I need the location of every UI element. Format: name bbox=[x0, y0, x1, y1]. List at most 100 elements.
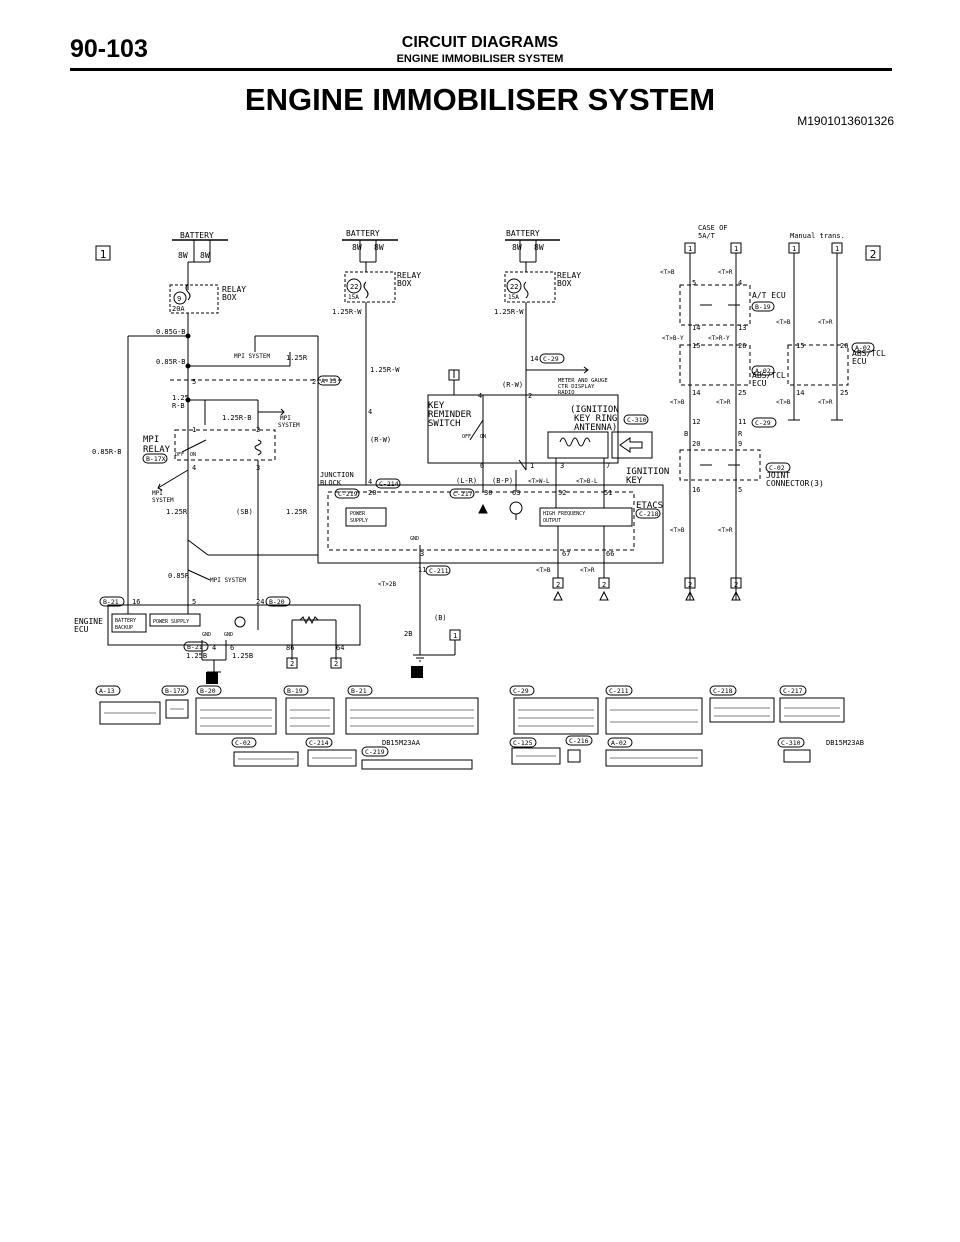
manual-trans: Manual trans. bbox=[790, 232, 845, 240]
pin-2-a: 2 bbox=[312, 378, 316, 386]
face-c02: C-02 bbox=[235, 739, 251, 747]
wire-085rb-left: 0.85R-B bbox=[92, 448, 122, 456]
hf-label-1: HIGH FREQUENCY bbox=[543, 511, 585, 517]
wire-2b: 2B bbox=[404, 630, 412, 638]
fuse-15a-b: 15A bbox=[508, 294, 519, 301]
wire-tb-c: <T>B bbox=[776, 319, 791, 326]
connector-b21-a: B-21 bbox=[103, 598, 119, 606]
joint-label-2: CONNECTOR(3) bbox=[766, 479, 824, 488]
pin-11-a: 11 bbox=[418, 566, 426, 574]
connector-a02-a: A-02 bbox=[855, 344, 871, 352]
pin-4-e: 4 bbox=[368, 478, 372, 486]
system-label-2: SYSTEM bbox=[278, 422, 300, 429]
battery-backup-1: BATTERY bbox=[115, 618, 136, 624]
pin-14-a: 14 bbox=[530, 355, 538, 363]
pin-6: 6 bbox=[230, 644, 234, 652]
gnd-b: GND bbox=[224, 632, 233, 638]
pin-11-b: 11 bbox=[738, 418, 746, 426]
mpi-relay-label-1: MPI bbox=[143, 435, 159, 445]
connector-c218-a: C-218 bbox=[639, 510, 659, 518]
face-c29: C-29 bbox=[513, 687, 529, 695]
pin-26-a: 26 bbox=[738, 342, 746, 350]
pin-24: 24 bbox=[256, 598, 264, 606]
pin-3-b: 3 bbox=[560, 462, 564, 470]
system-label-3: SYSTEM bbox=[152, 497, 174, 504]
wire-085gb: 0.85G-B bbox=[156, 328, 186, 336]
pin-30: 30 bbox=[484, 489, 492, 497]
wire-lr: (L-R) bbox=[456, 477, 477, 485]
face-c214: C-214 bbox=[309, 739, 329, 747]
wire-b: (B) bbox=[434, 614, 447, 622]
wire-tb-d: <T>B bbox=[670, 399, 685, 406]
wire-t2b: <T>2B bbox=[378, 581, 396, 588]
pin-2-c: 2 bbox=[528, 392, 532, 400]
ign-ring-1: (IGNITION bbox=[570, 405, 619, 415]
junction-label-1: JUNCTION bbox=[320, 471, 354, 479]
pin-14-c: 14 bbox=[692, 389, 700, 397]
relay-label-left: RELAY bbox=[222, 285, 246, 294]
ign-ring-3: ANTENNA) bbox=[574, 423, 617, 433]
pin-25-b: 25 bbox=[840, 389, 848, 397]
joint-label-1: JOINT bbox=[766, 471, 790, 480]
wire-rw-a: (R-W) bbox=[370, 436, 391, 444]
box-label-left: BOX bbox=[222, 293, 237, 302]
pin-6-b: 6 bbox=[480, 462, 484, 470]
case-of-2: 5A/T bbox=[698, 232, 716, 240]
fuse-9: 9 bbox=[177, 295, 181, 303]
wire-tr-a: <T>R bbox=[580, 567, 595, 574]
gnd-pin-2a: 2 bbox=[290, 660, 294, 668]
pin-4-a: 4 bbox=[192, 464, 196, 472]
pin-5-c: 5 bbox=[692, 279, 696, 287]
meter-label-1: METER AND GAUGE bbox=[558, 378, 608, 384]
pin-3-c: 3 bbox=[420, 550, 424, 558]
gnd-pin-2d: 2 bbox=[602, 581, 606, 589]
face-b19: B-19 bbox=[287, 687, 303, 695]
header-rule bbox=[70, 68, 892, 71]
wire-125rb-b: R-B bbox=[172, 402, 185, 410]
pin-52: 52 bbox=[558, 489, 566, 497]
face-b17x: B-17X bbox=[165, 687, 185, 695]
wire-8w-c: 8W bbox=[352, 243, 362, 252]
pin-1-g: 1 bbox=[835, 245, 839, 253]
face-b21: B-21 bbox=[351, 687, 367, 695]
wire-tb-e: <T>B bbox=[776, 399, 791, 406]
fuse-15a-a: 15A bbox=[348, 294, 359, 301]
face-c217: C-217 bbox=[783, 687, 803, 695]
wire-8w-d: 8W bbox=[374, 243, 384, 252]
face-c216: C-216 bbox=[569, 737, 589, 745]
pin-66: 66 bbox=[606, 550, 614, 558]
page-title: ENGINE IMMOBILISER SYSTEM bbox=[244, 82, 716, 117]
wire-125r-c: 1.25R bbox=[286, 508, 308, 516]
wire-125b-a: 1.25B bbox=[186, 652, 207, 660]
connector-a13-a: A-13 bbox=[321, 377, 337, 385]
pin-1-d: 1 bbox=[688, 245, 692, 253]
etacs-label: ETACS bbox=[636, 501, 663, 511]
pin-2-b: 2 bbox=[256, 426, 260, 434]
face-c310: C-310 bbox=[781, 739, 801, 747]
face-c211: C-211 bbox=[609, 687, 629, 695]
pin-20: 20 bbox=[368, 489, 376, 497]
box-label-right: BOX bbox=[557, 279, 572, 288]
abs-tcl-right-1: ABS/TCL bbox=[852, 349, 886, 358]
meter-label-3: RADIO bbox=[558, 390, 575, 396]
mpi-label-2: MPI bbox=[280, 415, 291, 422]
relay-label-center: RELAY bbox=[397, 271, 421, 280]
engine-ecu-label-2: ECU bbox=[74, 625, 89, 634]
wire-085r: 0.85R bbox=[168, 572, 190, 580]
wire-125rb: 1.25R-B bbox=[222, 414, 252, 422]
pin-15-a: 15 bbox=[692, 342, 700, 350]
at-ecu-label: A/T ECU bbox=[752, 291, 786, 300]
gnd-c: GND bbox=[410, 536, 419, 542]
ign-key-1: IGNITION bbox=[626, 467, 669, 477]
wire-8w-a: 8W bbox=[178, 251, 188, 260]
battery-label-left: BATTERY bbox=[180, 231, 214, 240]
wire-125r-b: 1.25R bbox=[166, 508, 188, 516]
gnd-a: GND bbox=[202, 632, 211, 638]
wire-tr-f: <T>R bbox=[718, 527, 733, 534]
section-title: CIRCUIT DIAGRAMS bbox=[401, 34, 559, 51]
fuse-22-a: 22 bbox=[350, 283, 358, 291]
pin-1-b: 1 bbox=[530, 462, 534, 470]
mpi-system-1: MPI SYSTEM bbox=[234, 353, 271, 360]
connector-c219-a: C-219 bbox=[338, 490, 358, 498]
case-of-1: CASE OF bbox=[698, 224, 728, 232]
